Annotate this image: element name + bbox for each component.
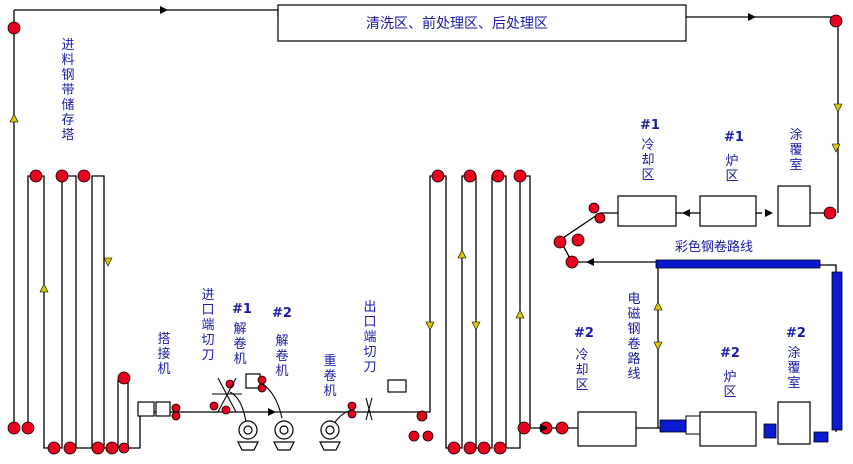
exit-shear-label: 出口端切刀 <box>363 300 377 375</box>
splicer-box2 <box>155 401 171 417</box>
splicer-box1 <box>137 401 155 417</box>
recoiler-label: 重卷机 <box>323 354 337 399</box>
top-section-box <box>277 4 687 42</box>
cooling2-label: 冷却区 <box>575 348 589 393</box>
magnetic-block-mid <box>763 423 777 439</box>
cooling2-box <box>577 411 637 447</box>
cooling1-number: #1 <box>640 118 660 133</box>
magnetic-bar-top <box>655 259 821 269</box>
oven2-box <box>699 411 757 447</box>
oven2-label: 炉区 <box>723 370 737 400</box>
flow-arrows <box>160 6 773 432</box>
rollers <box>7 14 843 455</box>
coater1-label: 涂覆室 <box>789 128 803 173</box>
magnetic-path-label: 电磁钢卷路线 <box>627 292 641 382</box>
strip-path <box>13 9 839 449</box>
cooling1-box <box>617 195 677 227</box>
direction-arrows <box>9 103 843 351</box>
uncoiler1-label: 解卷机 <box>233 322 247 367</box>
entry-shear-label: 进口端切刀 <box>201 288 215 363</box>
coater1-box <box>777 185 811 227</box>
oven1-box <box>699 195 757 227</box>
cooling1-label: 冷却区 <box>641 138 655 183</box>
magnetic-bar-right <box>831 271 843 431</box>
oven1-label: 炉区 <box>725 154 739 184</box>
exit-box <box>387 379 407 393</box>
machinery <box>212 377 373 429</box>
entry-storage-label: 进料钢带储存塔 <box>61 38 75 143</box>
coater2-number: #2 <box>786 326 806 341</box>
color-path-label: 彩色钢卷路线 <box>675 240 754 255</box>
uncoiler1-number: #1 <box>232 302 252 317</box>
top-section-label: 清洗区、前处理区、后处理区 <box>366 16 548 32</box>
coils <box>237 420 341 451</box>
magnetic-block-left <box>659 419 689 433</box>
uncoiler2-number: #2 <box>272 306 292 321</box>
splicer-label: 搭接机 <box>157 332 171 377</box>
coater2-label: 涂覆室 <box>787 346 801 391</box>
oven1-number: #1 <box>724 130 744 145</box>
magnetic-block-right <box>813 431 829 443</box>
oven2-number: #2 <box>720 346 740 361</box>
coater2-box <box>777 401 811 445</box>
cooling2-number: #2 <box>574 326 594 341</box>
uncoiler2-label: 解卷机 <box>275 334 289 379</box>
